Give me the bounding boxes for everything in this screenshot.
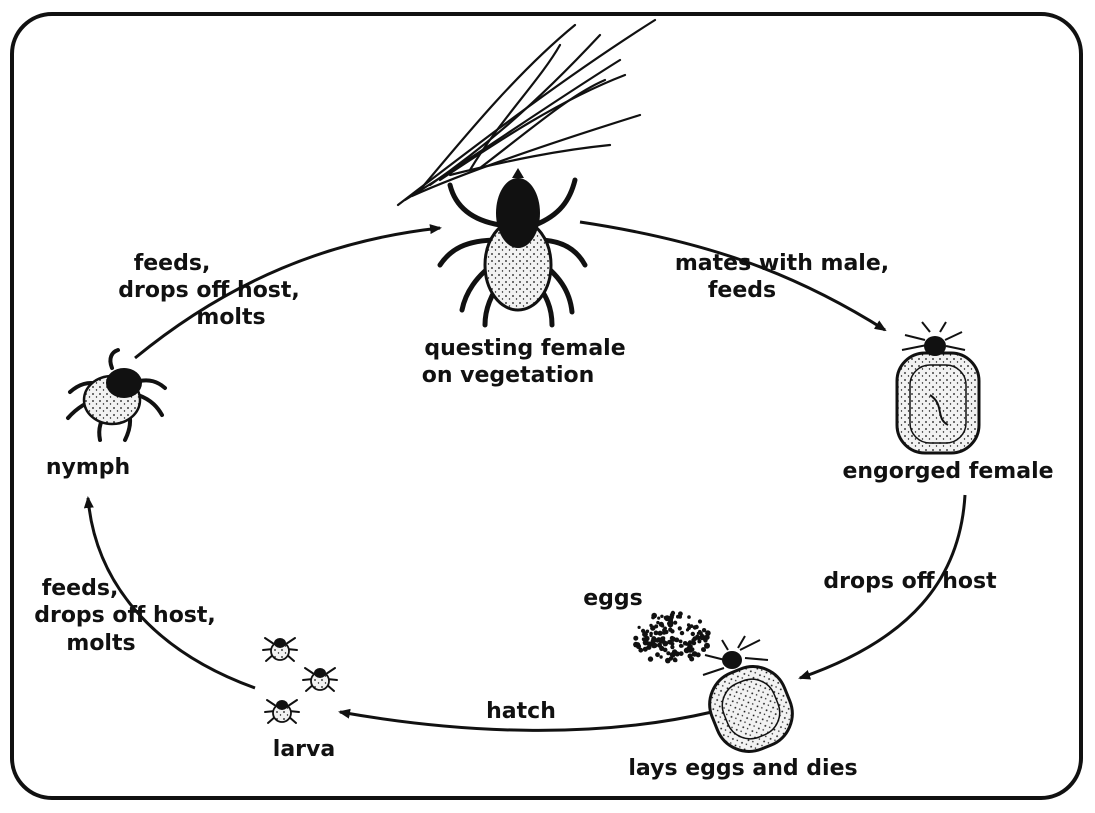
engorged-female-label: engorged female [842,459,1053,484]
nymph-transition-label-line3: molts [196,305,265,330]
drops-off-host-label: drops off host [823,569,997,594]
larva-label: larva [273,737,335,762]
egg-laying-female-tick-icon [699,636,802,762]
nymph-transition-label-line2: drops off host, [118,278,300,303]
eggs-label: eggs [583,586,643,611]
on-vegetation-label: on vegetation [422,363,595,388]
engorged-female-tick-icon [897,322,979,453]
larva-transition-label-line2: drops off host, [34,603,216,628]
arrow-questing-to-engorged [580,222,885,330]
questing-female-label: questing female [424,336,625,361]
larva-transition-label-line3: molts [66,631,135,656]
larva-tick-icon [265,700,299,723]
nymph-label: nymph [46,455,130,480]
mates-label-line2: feeds [708,278,776,303]
larva-tick-icon [263,638,297,661]
larva-transition-label-line1: feeds, [42,576,119,601]
nymph-transition-label-line1: feeds, [134,251,211,276]
larva-tick-icon [303,668,337,691]
nymph-tick-icon [68,350,165,440]
eggs-cluster-icon [633,611,711,664]
mates-label-line1: mates with male, [675,251,889,276]
hatch-label: hatch [486,699,556,724]
questing-female-tick-icon [440,168,585,325]
vegetation-icon [398,20,655,205]
lays-eggs-label: lays eggs and dies [628,756,857,781]
